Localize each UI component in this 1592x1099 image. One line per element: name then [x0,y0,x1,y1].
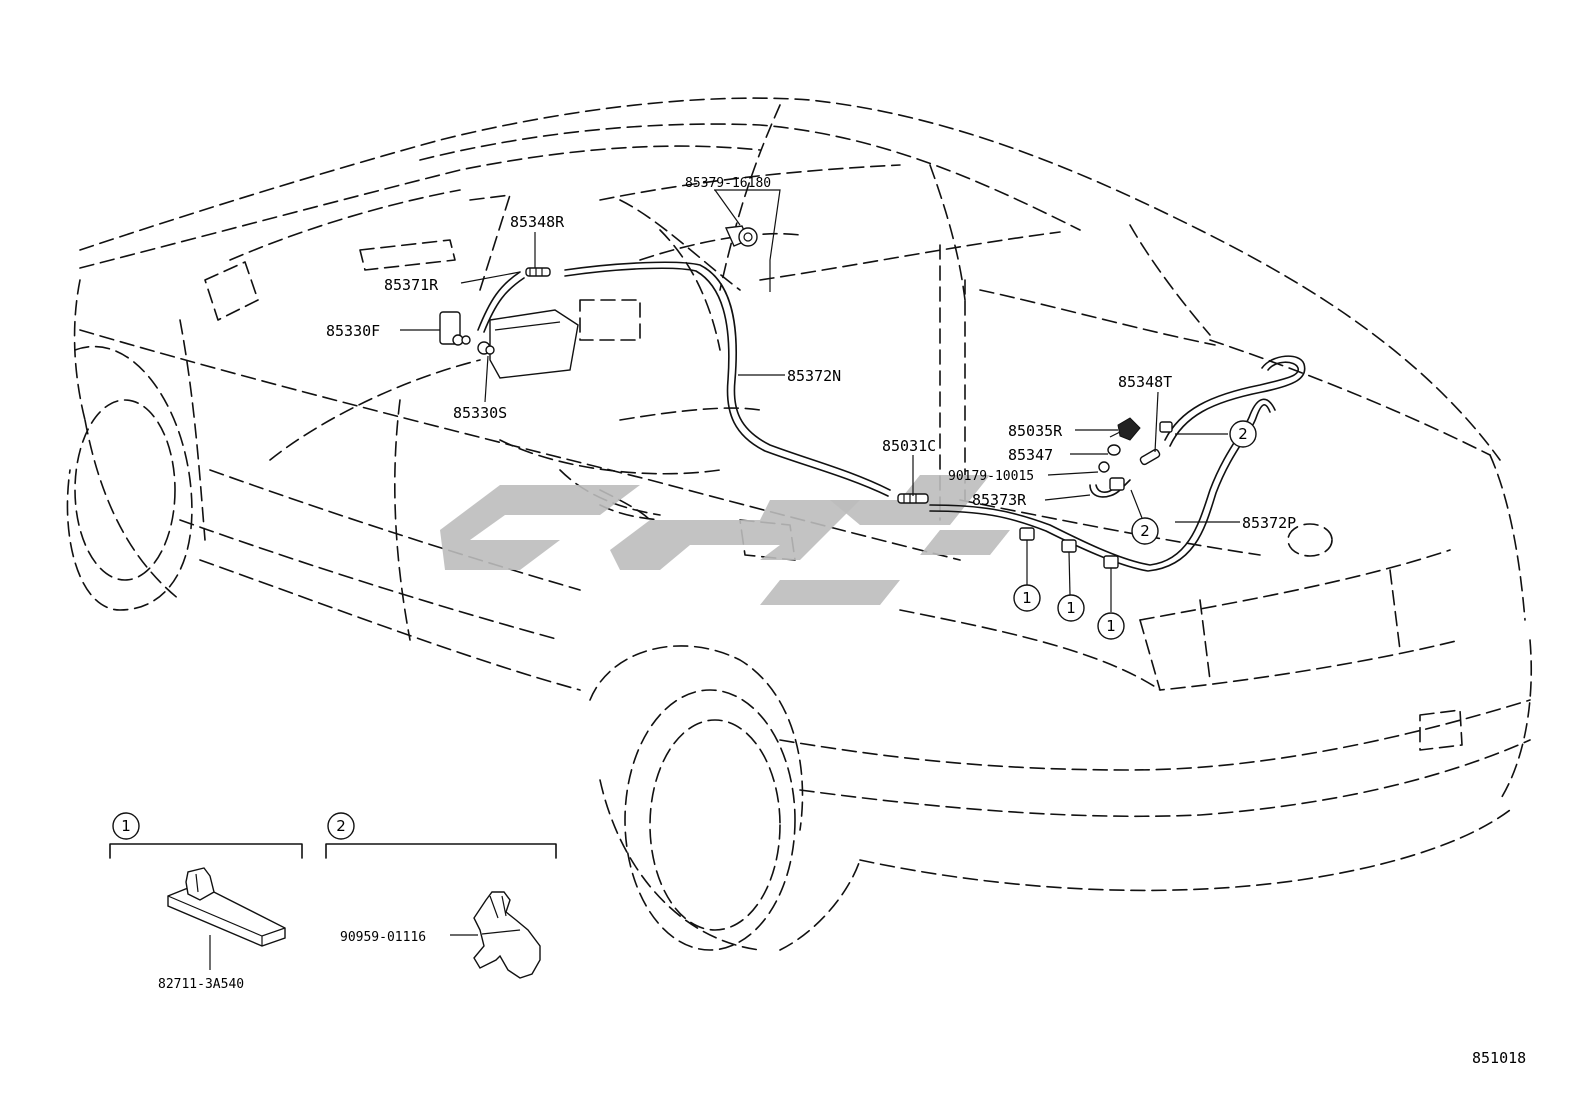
connector-85348R [525,267,551,277]
detail-1-number: 1 [121,817,131,835]
label-85372P: 85372P [1242,514,1296,532]
connector-85348T [1139,448,1161,466]
detail-1-inset: 1 82711-3A540 [109,812,303,992]
washer-tank [489,309,579,379]
callout-2-lower-text: 2 [1140,522,1150,540]
label-85031C: 85031C [882,437,936,455]
label-85347: 85347 [1008,446,1053,464]
label-85330S: 85330S [453,404,507,422]
gasket-85347 [1107,444,1121,456]
detail-2-part-label: 90959-01116 [340,930,426,945]
washer-pump-85330F [439,311,471,346]
label-85371R: 85371R [384,276,439,294]
callout-2-upper: 2 [1229,420,1257,448]
detail-1-part-label: 82711-3A540 [158,977,244,992]
leader-lines [400,189,1240,612]
nozzle-85035R [1109,417,1141,441]
label-85379-16180: 85379-16180 [685,176,771,191]
detail-2-inset: 2 90959-01116 [325,812,557,979]
callout-1-b: 1 [1057,594,1085,622]
washer-pump-85330S [477,341,495,355]
label-85035R: 85035R [1008,422,1063,440]
part-labels: 85379-16180 85348R 85371R 85330F 85330S … [326,176,1296,532]
label-85372N: 85372N [787,367,841,385]
grommet-85379-16180 [724,225,758,247]
callout-1-c-text: 1 [1106,617,1116,635]
callout-1-a: 1 [1013,584,1041,612]
nut-90179-10015 [1098,461,1110,473]
label-85348R: 85348R [510,213,565,231]
label-90179-10015: 90179-10015 [948,469,1034,484]
callout-1-a-text: 1 [1022,589,1032,607]
label-85330F: 85330F [326,322,380,340]
hose-clamps [1019,421,1173,569]
washer-hoses [477,261,1306,572]
callout-2-lower: 2 [1131,517,1159,545]
callout-1-c: 1 [1097,612,1125,640]
callout-1-b-text: 1 [1066,599,1076,617]
label-85348T: 85348T [1118,373,1172,391]
callout-2-upper-text: 2 [1238,425,1248,443]
diagram-code: 851018 [1472,1049,1526,1067]
label-85373R: 85373R [972,491,1027,509]
detail-2-number: 2 [336,817,346,835]
